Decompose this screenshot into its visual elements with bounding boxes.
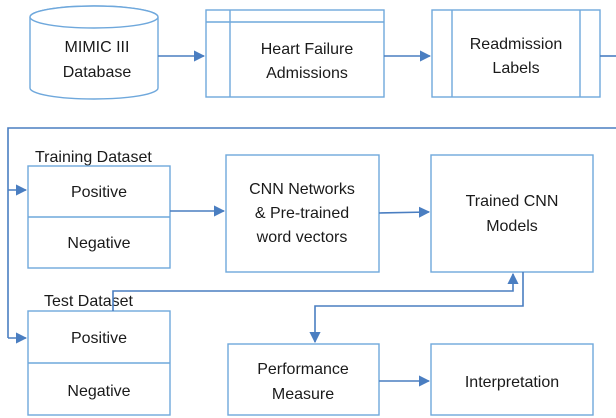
performance-measure-node: Performance Measure: [227, 343, 380, 416]
interpretation-box: [430, 343, 594, 416]
labels-box: [431, 9, 601, 98]
arrow-trained-to-performance: [309, 272, 524, 344]
performance-label-line2: Measure: [272, 386, 334, 403]
test-positive-label: Positive: [71, 330, 127, 347]
trained-models-box: [430, 154, 594, 273]
test-negative-label: Negative: [67, 383, 130, 400]
cnn-networks-node: CNN Networks & Pre-trained word vectors: [225, 154, 380, 273]
interpretation-node: Interpretation: [430, 343, 594, 416]
performance-label-line1: Performance: [257, 361, 349, 378]
admissions-box: [205, 9, 385, 98]
arrow-test-to-trained: [112, 272, 519, 311]
training-dataset-node: Training Dataset Positive Negative: [27, 149, 171, 269]
cnn-label-line3: word vectors: [256, 229, 348, 246]
readmission-labels-node: Readmission Labels: [431, 9, 601, 98]
cnn-networks-box: [225, 154, 380, 273]
trained-label-line1: Trained CNN: [466, 193, 559, 210]
database-cylinder-top: [29, 5, 159, 29]
database-label-line1: MIMIC III: [65, 39, 130, 56]
test-dataset-title: Test Dataset: [44, 293, 133, 310]
labels-label-line2: Labels: [492, 60, 539, 77]
arrow-cnn-to-trained: [378, 206, 431, 218]
cnn-label-line2: & Pre-trained: [255, 205, 349, 222]
training-dataset-title: Training Dataset: [35, 149, 152, 166]
admissions-label-line2: Admissions: [266, 65, 348, 82]
admissions-label-line1: Heart Failure: [261, 41, 354, 58]
cnn-label-line1: CNN Networks: [249, 181, 355, 198]
test-dataset-node: Test Dataset Positive Negative: [27, 293, 171, 416]
labels-label-line1: Readmission: [470, 36, 562, 53]
split-connector-line: [7, 127, 616, 338]
heart-failure-admissions-node: Heart Failure Admissions: [205, 9, 385, 98]
training-negative-label: Negative: [67, 235, 130, 252]
mimic-database-node: MIMIC III Database: [29, 5, 159, 100]
trained-label-line2: Models: [486, 218, 538, 235]
interpretation-label: Interpretation: [465, 374, 559, 391]
database-label-line2: Database: [63, 64, 132, 81]
performance-box: [227, 343, 380, 416]
training-positive-label: Positive: [71, 184, 127, 201]
trained-cnn-models-node: Trained CNN Models: [430, 154, 594, 273]
